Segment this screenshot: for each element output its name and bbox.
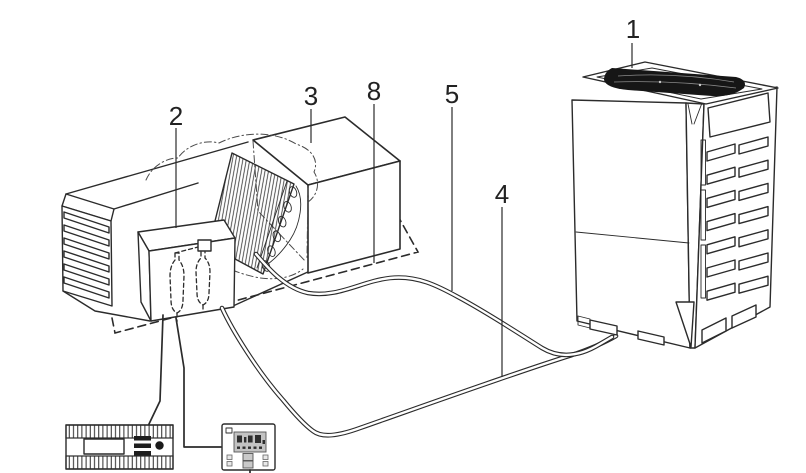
corner-foot — [675, 301, 695, 348]
lcd-segments — [237, 435, 265, 449]
callout-4: 4 — [495, 179, 509, 377]
callout-4-label: 4 — [495, 179, 509, 209]
unit-boundary-outline-8 — [111, 208, 420, 334]
control-valve-box-2 — [137, 219, 236, 323]
callout-2-label: 2 — [169, 101, 183, 131]
plenum-front-face — [307, 160, 401, 274]
callouts: 1 2 3 8 5 4 — [169, 14, 640, 377]
discharge-grille-box — [61, 193, 115, 307]
base-slot — [637, 330, 665, 346]
terminal-strip-bottom — [65, 455, 174, 470]
outdoor-louvers — [706, 136, 769, 301]
coil-u-bends — [261, 186, 298, 272]
outdoor-left-face — [571, 99, 691, 349]
callout-1-label: 1 — [626, 14, 640, 44]
remote-controller — [221, 423, 276, 473]
callout-2: 2 — [169, 101, 183, 228]
base-slot — [701, 317, 727, 344]
callout-5: 5 — [445, 79, 459, 291]
outdoor-top — [582, 61, 779, 105]
refrigerant-pipe-4 — [219, 305, 619, 438]
plenum-hidden-edges — [252, 140, 307, 263]
indoor-casing — [62, 141, 311, 322]
refrigerant-pipe-5 — [253, 251, 615, 358]
valve-actuator — [197, 239, 212, 252]
access-panel — [707, 92, 771, 138]
callout-3-label: 3 — [304, 81, 318, 111]
fan-hub-mark — [658, 80, 662, 84]
board-display-window — [83, 438, 125, 455]
control-board — [65, 424, 174, 470]
louver-side-strip — [700, 139, 706, 299]
plenum-box-3 — [252, 116, 401, 274]
remote-down-button — [242, 460, 254, 469]
grille-louvers — [63, 211, 110, 299]
brand-mark — [225, 427, 233, 434]
terminal-strip-top — [65, 424, 174, 439]
remote-buttons — [226, 453, 269, 469]
wire-to-remote-controller — [175, 317, 222, 448]
callout-5-label: 5 — [445, 79, 459, 109]
callout-8-label: 8 — [367, 76, 381, 106]
base-frame — [577, 304, 757, 346]
outdoor-unit — [571, 61, 779, 349]
wire-to-control-board — [148, 314, 164, 425]
dip-switches — [134, 436, 151, 456]
indoor-unit-assembly — [61, 116, 401, 323]
callout-8: 8 — [367, 76, 381, 263]
callout-1: 1 — [626, 14, 640, 68]
remote-up-button — [242, 453, 254, 461]
board-knob — [155, 441, 164, 450]
callout-3: 3 — [304, 81, 318, 143]
base-slot — [731, 304, 757, 329]
